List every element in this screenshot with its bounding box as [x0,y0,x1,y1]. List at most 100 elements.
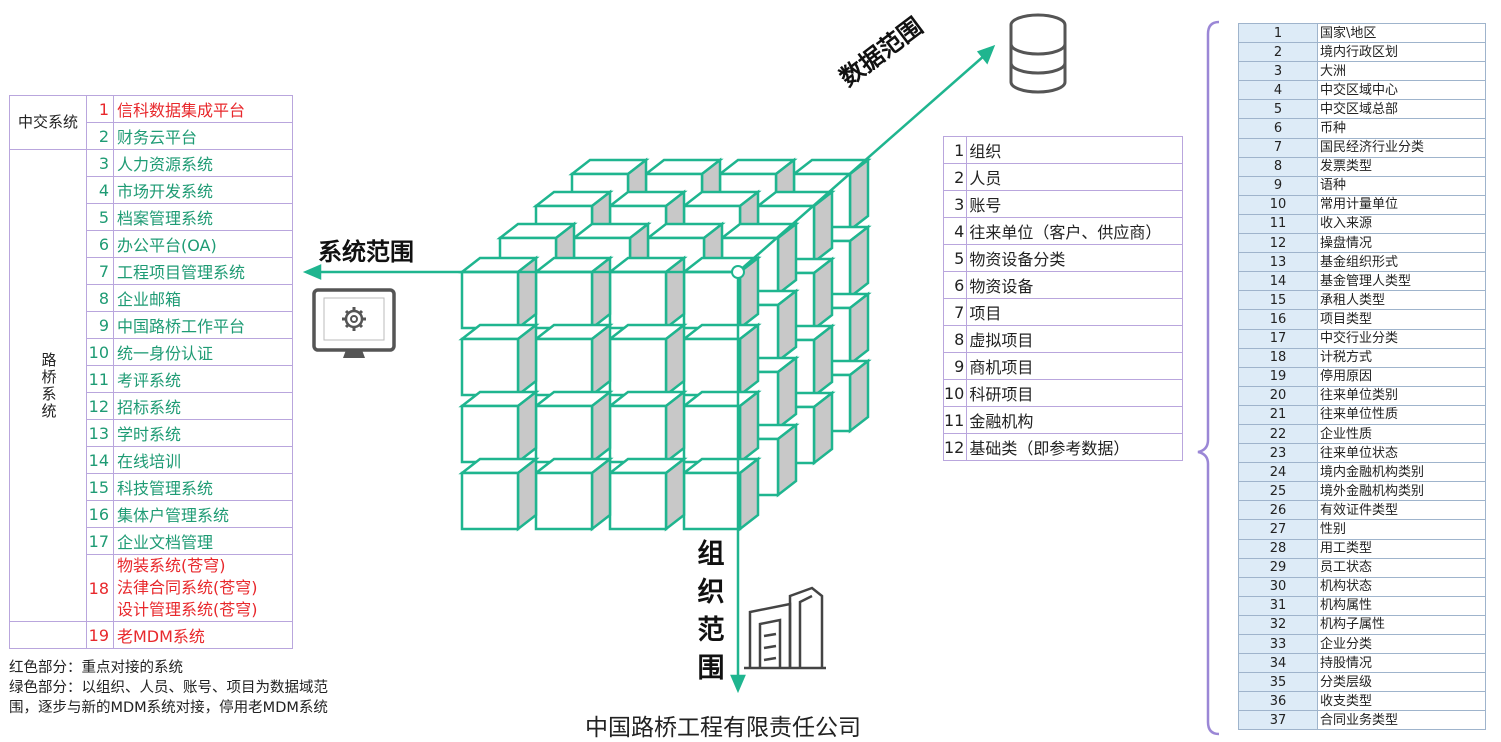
cube [458,389,540,465]
cube-grid [458,157,872,532]
reference-name: 往来单位类别 [1317,385,1486,406]
data-domain-number: 10 [942,379,968,407]
system-number: 19 [86,621,114,649]
cube [680,322,762,398]
data-domain-number: 3 [942,190,968,218]
reference-name: 承租人类型 [1317,290,1486,311]
cube [532,456,614,532]
data-domain-name: 虚拟项目 [966,325,1183,353]
system-number: 11 [86,365,114,393]
axis-origin [731,265,745,279]
system-number: 16 [86,500,114,528]
reference-number: 13 [1238,252,1318,273]
reference-name: 中交行业分类 [1317,328,1486,349]
reference-name: 常用计量单位 [1317,194,1486,215]
reference-number: 36 [1238,691,1318,712]
data-domain-number: 8 [942,325,968,353]
system-group-label: 中交系统 [9,95,87,150]
reference-number: 18 [1238,347,1318,368]
reference-number: 9 [1238,175,1318,196]
reference-number: 15 [1238,290,1318,311]
reference-number: 7 [1238,137,1318,158]
reference-name: 收支类型 [1317,691,1486,712]
reference-name: 发票类型 [1317,156,1486,177]
reference-number: 24 [1238,462,1318,483]
reference-number: 25 [1238,481,1318,502]
data-domain-name: 人员 [966,163,1183,191]
system-scope-label: 系统范围 [318,238,414,266]
data-axis-line [737,54,986,273]
reference-name: 持股情况 [1317,653,1486,674]
cube [532,322,614,398]
reference-number: 1 [1238,22,1318,44]
system-number: 13 [86,419,114,447]
reference-number: 16 [1238,309,1318,330]
data-domain-name: 物资设备分类 [966,244,1183,272]
system-number: 3 [86,149,114,177]
system-number: 5 [86,203,114,231]
note-green: 绿色部分：以组织、人员、账号、项目为数据域范围，逐步与新的MDM系统对接，停用老… [9,680,328,716]
monitor-gear-icon [312,288,396,358]
data-domain-name: 科研项目 [966,379,1183,407]
reference-name: 基金管理人类型 [1317,271,1486,292]
data-bracket [1197,20,1220,736]
system-name: 集体户管理系统 [113,500,293,528]
reference-name: 企业分类 [1317,633,1486,655]
data-domain-number: 7 [942,298,968,326]
reference-number: 28 [1238,538,1318,559]
reference-name: 操盘情况 [1317,233,1486,254]
system-name: 办公平台(OA) [113,230,293,258]
reference-name: 分类层级 [1317,672,1486,693]
reference-name: 大洲 [1317,61,1486,82]
notes: 红色部分：重点对接的系统 绿色部分：以组织、人员、账号、项目为数据域范围，逐步与… [9,658,349,718]
reference-number: 10 [1238,194,1318,215]
reference-name: 中交区域总部 [1317,99,1486,120]
reference-number: 35 [1238,672,1318,693]
cube [680,456,762,532]
cube [458,322,540,398]
data-domain-number: 4 [942,217,968,245]
reference-name: 中交区域中心 [1317,80,1486,101]
reference-number: 22 [1238,423,1318,445]
reference-name: 员工状态 [1317,557,1486,578]
reference-name: 机构子属性 [1317,614,1486,636]
cube [458,456,540,532]
data-domain-name: 金融机构 [966,406,1183,434]
reference-number: 30 [1238,576,1318,597]
reference-number: 23 [1238,443,1318,464]
